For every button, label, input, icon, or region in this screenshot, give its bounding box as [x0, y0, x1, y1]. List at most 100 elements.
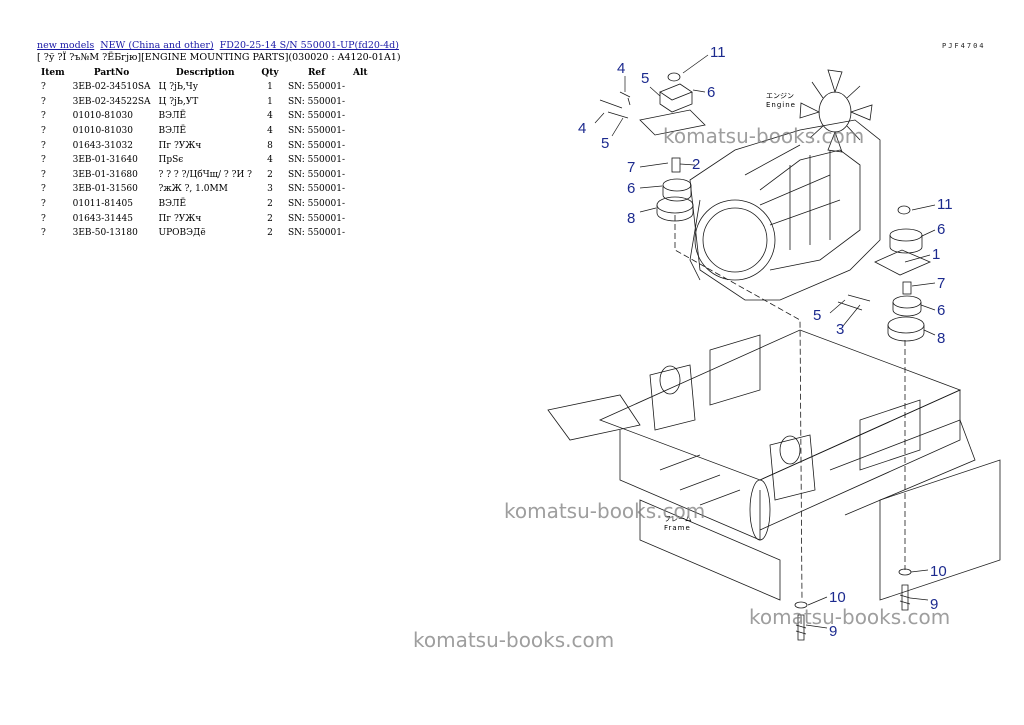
callout-7-right: 7	[937, 275, 945, 292]
cell-qty: 4	[267, 155, 273, 166]
left-front-mount	[599, 72, 803, 601]
cell-desc: ?жЖ ?, 1.0MM	[158, 184, 228, 195]
callout-1: 1	[932, 246, 940, 263]
callout-8-left: 8	[627, 210, 635, 227]
cell-qty: 2	[267, 169, 273, 180]
cell-part: 3EB-01-31680	[72, 169, 138, 180]
cell-part: 01643-31445	[72, 213, 133, 224]
frame-label-jp: フレーム	[664, 515, 692, 523]
engine-label: Engine	[766, 101, 796, 109]
callout-5-top: 5	[641, 70, 649, 87]
cell-qty: 1	[267, 96, 273, 107]
bottom-bolts	[794, 568, 912, 641]
watermark-top: komatsu-books.com	[663, 124, 865, 148]
cell-desc: ВЭЛЁ	[158, 111, 187, 122]
callout-10-left: 10	[829, 589, 846, 606]
cell-ref: SN: 550001-	[287, 140, 345, 151]
header-description: Description	[175, 68, 235, 78]
cell-item: ?	[41, 228, 46, 239]
callout-9-left: 9	[829, 623, 837, 640]
cell-part: 3EB-02-34510SA	[72, 82, 151, 93]
breadcrumb-link-model[interactable]: FD20-25-14 S/N 550001-UP(fd20-4d)	[219, 40, 399, 51]
callout-numbers: 11 4 5 6 4 5 7 2 6 8 11 6 1 7 5 3 6 8 10…	[578, 44, 953, 640]
cell-desc: ВЭЛЁ	[158, 126, 187, 137]
right-front-mount	[837, 205, 932, 570]
callout-2: 2	[692, 156, 700, 173]
table-row: ? 01010-81030 ВЭЛЁ 4 SN: 550001-	[37, 109, 372, 124]
cell-qty: 8	[267, 140, 273, 151]
callout-6-right-lower: 6	[937, 302, 945, 319]
cell-part: 3EB-01-31560	[72, 184, 138, 195]
parts-table-header: Item PartNo Description Qty Ref Alt	[37, 66, 372, 80]
cell-desc: ПрSє	[158, 155, 184, 166]
callout-3: 3	[836, 321, 844, 338]
watermark-middle: komatsu-books.com	[504, 499, 706, 523]
breadcrumb: new models NEW (China and other) FD20-25…	[37, 40, 402, 51]
cell-qty: 2	[267, 199, 273, 210]
cell-ref: SN: 550001-	[287, 155, 345, 166]
callout-6-top: 6	[707, 84, 715, 101]
cell-item: ?	[41, 111, 46, 122]
table-row: ? 3EB-50-13180 UPОВЭДё 2 SN: 550001-	[37, 226, 372, 241]
cell-ref: SN: 550001-	[287, 111, 345, 122]
cell-ref: SN: 550001-	[287, 126, 345, 137]
header-alt: Alt	[353, 68, 368, 78]
callout-leaders	[594, 54, 936, 629]
cell-desc: Пг ?УЖч	[158, 213, 202, 224]
cell-qty: 3	[267, 184, 273, 195]
table-row: ? 3EB-02-34522SA Ц ?jЬ,УТ 1 SN: 550001-	[37, 95, 372, 110]
watermark-bottom: komatsu-books.com	[413, 628, 615, 652]
cell-desc: ? ? ? ?/ЦбЧщ/ ? ?И ?	[158, 169, 252, 180]
breadcrumb-link-new-china[interactable]: NEW (China and other)	[100, 40, 214, 51]
callout-8-right: 8	[937, 330, 945, 347]
cell-qty: 2	[267, 228, 273, 239]
engine-label-jp: エンジン	[766, 92, 794, 100]
cell-ref: SN: 550001-	[287, 82, 345, 93]
cell-part: 01010-81030	[72, 111, 133, 122]
callout-6-right-upper: 6	[937, 221, 945, 238]
cell-ref: SN: 550001-	[287, 96, 345, 107]
cell-part: 3EB-50-13180	[72, 228, 138, 239]
callout-6-left: 6	[627, 180, 635, 197]
table-row: ? 01011-81405 ВЭЛЁ 2 SN: 550001-	[37, 197, 372, 212]
cell-desc: UPОВЭДё	[158, 228, 206, 239]
cell-ref: SN: 550001-	[287, 199, 345, 210]
callout-11-right: 11	[937, 196, 953, 213]
cell-item: ?	[41, 82, 46, 93]
watermark-right: komatsu-books.com	[749, 605, 951, 629]
callout-4-left: 4	[578, 120, 586, 137]
cell-desc: ВЭЛЁ	[158, 199, 187, 210]
header-qty: Qty	[261, 68, 279, 78]
cell-item: ?	[41, 199, 46, 210]
cell-item: ?	[41, 169, 46, 180]
page-subtitle: [ ?ў ?Ї ?ъ№М ?ЁБгјю][ENGINE MOUNTING PAR…	[37, 52, 401, 63]
cell-qty: 4	[267, 111, 273, 122]
cell-desc: Ц ?jЬ,УТ	[158, 96, 199, 107]
cell-item: ?	[41, 126, 46, 137]
cell-qty: 1	[267, 82, 273, 93]
cell-ref: SN: 550001-	[287, 184, 345, 195]
table-row: ? 3EB-01-31560 ?жЖ ?, 1.0MM 3 SN: 550001-	[37, 182, 372, 197]
cell-part: 01011-81405	[72, 199, 133, 210]
callout-11-top: 11	[710, 44, 726, 61]
fan-illustration	[799, 69, 873, 153]
cell-item: ?	[41, 96, 46, 107]
header-item: Item	[41, 68, 65, 78]
breadcrumb-link-new-models[interactable]: new models	[37, 40, 95, 51]
cell-item: ?	[41, 155, 46, 166]
header-ref: Ref	[307, 68, 326, 78]
cell-item: ?	[41, 213, 46, 224]
cell-part: 01010-81030	[72, 126, 133, 137]
cell-part: 3EB-02-34522SA	[72, 96, 151, 107]
parts-table: Item PartNo Description Qty Ref Alt ? 3EB…	[37, 66, 372, 241]
drawing-id: PJF4704	[942, 42, 986, 50]
cell-ref: SN: 550001-	[287, 228, 345, 239]
cell-item: ?	[41, 184, 46, 195]
